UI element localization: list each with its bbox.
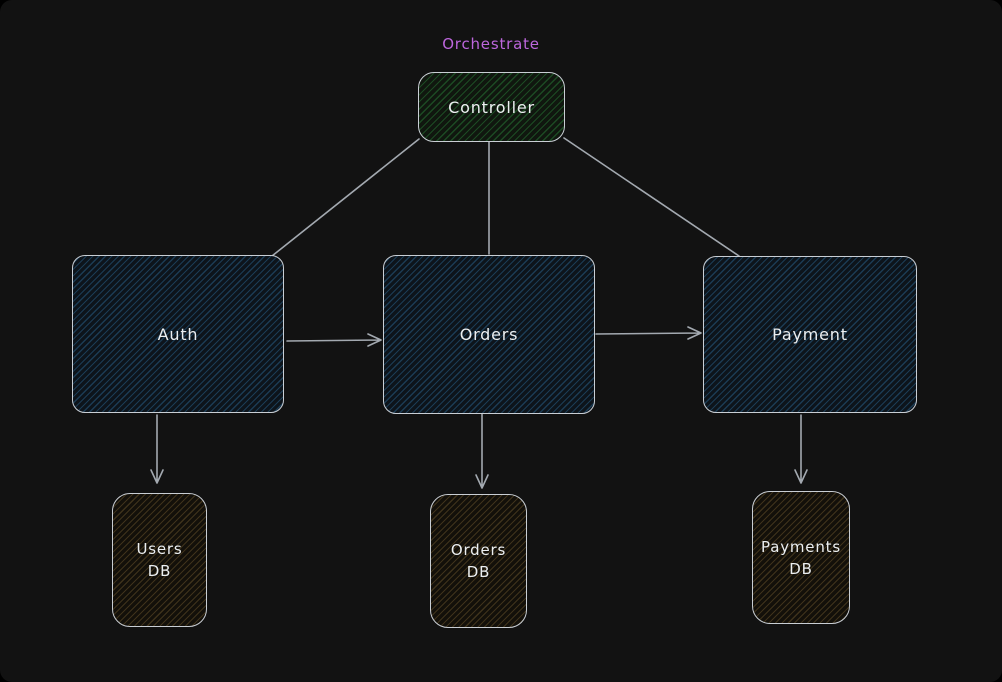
node-payments-db[interactable]: Payments DB — [752, 491, 850, 624]
node-controller[interactable]: Controller — [418, 72, 565, 142]
edge-controller-auth[interactable] — [271, 138, 420, 257]
node-orders-db-label-line1: Orders — [450, 541, 507, 559]
edge-orders-payment-arrow[interactable] — [595, 326, 702, 340]
node-orders-db-label-line2: DB — [466, 563, 491, 581]
node-orders-label: Orders — [459, 325, 519, 344]
orchestrate-label[interactable]: Orchestrate — [442, 35, 540, 53]
edge-auth-orders-arrow[interactable] — [286, 333, 382, 347]
node-users-db[interactable]: Users DB — [112, 493, 207, 627]
node-payments-db-label-line1: Payments — [761, 537, 841, 556]
edge-controller-payment[interactable] — [563, 137, 740, 257]
node-users-db-label-line2: DB — [147, 562, 172, 580]
node-users-db-label-line1: Users — [136, 540, 183, 558]
node-auth[interactable]: Auth — [72, 255, 284, 413]
node-orders-db[interactable]: Orders DB — [430, 494, 527, 628]
node-payments-db-label-line2: DB — [789, 559, 813, 578]
edge-auth-usersdb-arrow[interactable] — [150, 414, 164, 484]
node-payment-label: Payment — [772, 325, 848, 344]
node-payment[interactable]: Payment — [703, 256, 917, 413]
edge-orders-ordersdb-arrow[interactable] — [475, 413, 489, 489]
edge-payment-paymentsdb-arrow[interactable] — [794, 414, 808, 484]
node-controller-label: Controller — [448, 97, 535, 117]
node-orders[interactable]: Orders — [383, 255, 595, 414]
node-auth-label: Auth — [157, 324, 199, 344]
